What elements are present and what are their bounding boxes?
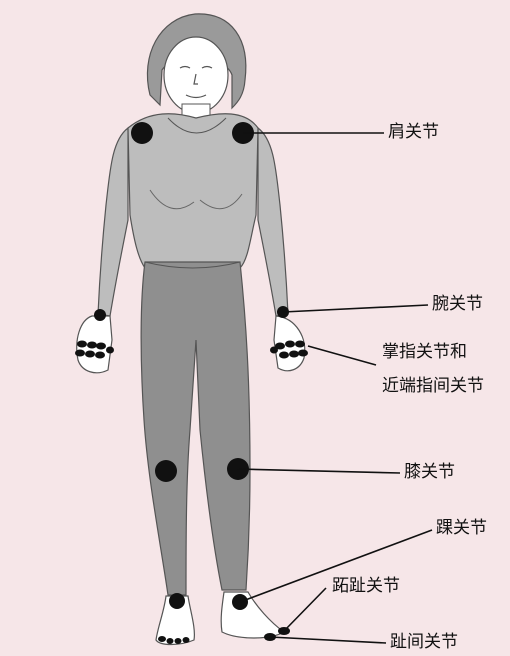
label-knee-joint: 膝关节 <box>404 464 455 481</box>
label-pip-joint: 近端指间关节 <box>382 378 484 395</box>
label-ankle-joint: 踝关节 <box>436 520 487 537</box>
shoulder-left-dot <box>131 122 153 144</box>
label-toe-ip-joint: 趾间关节 <box>390 634 458 651</box>
wrist-left-dot <box>94 309 106 321</box>
leader-wrist <box>283 305 428 312</box>
knee-left-dot <box>155 460 177 482</box>
leader-toe-ip <box>270 637 386 643</box>
leader-mtp <box>284 588 326 631</box>
ankle-left-dot <box>169 593 185 609</box>
right-foot <box>221 592 284 638</box>
label-shoulder-joint: 肩关节 <box>388 124 439 141</box>
label-mtp-joint: 跖趾关节 <box>332 578 400 595</box>
left-arm <box>98 128 128 316</box>
label-wrist-joint: 腕关节 <box>432 296 483 313</box>
right-arm <box>258 128 288 316</box>
label-mcp-joint: 掌指关节和 <box>382 344 467 361</box>
leader-mcp <box>308 346 376 365</box>
leader-knee <box>238 469 400 473</box>
leggings <box>141 262 250 595</box>
